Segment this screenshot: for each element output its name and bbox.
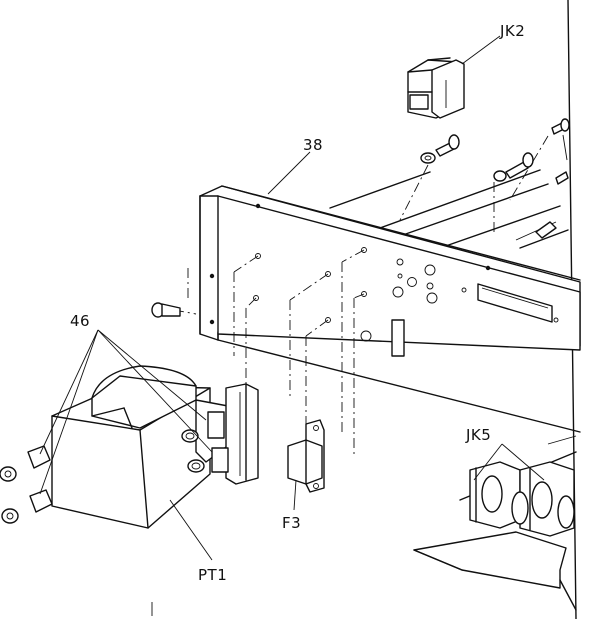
jk5-leader-lines bbox=[473, 443, 545, 481]
part46-hardware bbox=[0, 445, 53, 524]
transformer-pt1 bbox=[51, 365, 259, 529]
jk5-label: JK5 bbox=[465, 426, 491, 444]
part46-label: 46 bbox=[70, 312, 90, 330]
panel-holes bbox=[253, 247, 559, 357]
fuse-holder-f3 bbox=[287, 419, 325, 493]
panel-side-screw bbox=[151, 302, 181, 318]
chassis-rails bbox=[329, 169, 569, 249]
front-panel-38 bbox=[199, 185, 581, 433]
screws-upper bbox=[420, 118, 570, 185]
jk5-assembly bbox=[413, 435, 577, 611]
f3-leader-line bbox=[293, 479, 297, 511]
jk2-connector bbox=[407, 57, 465, 119]
part46-leader-lines bbox=[39, 329, 213, 495]
jk2-label: JK2 bbox=[499, 22, 525, 40]
pt1-label: PT1 bbox=[198, 566, 227, 584]
part38-leader-line bbox=[267, 151, 311, 195]
screw-dash-guides bbox=[399, 135, 549, 235]
part38-label: 38 bbox=[303, 136, 323, 154]
assembly-dash-lines bbox=[173, 249, 365, 458]
jk2-leader-line bbox=[461, 35, 501, 65]
f3-label: F3 bbox=[282, 514, 301, 532]
pt1-leader-line bbox=[169, 499, 213, 561]
